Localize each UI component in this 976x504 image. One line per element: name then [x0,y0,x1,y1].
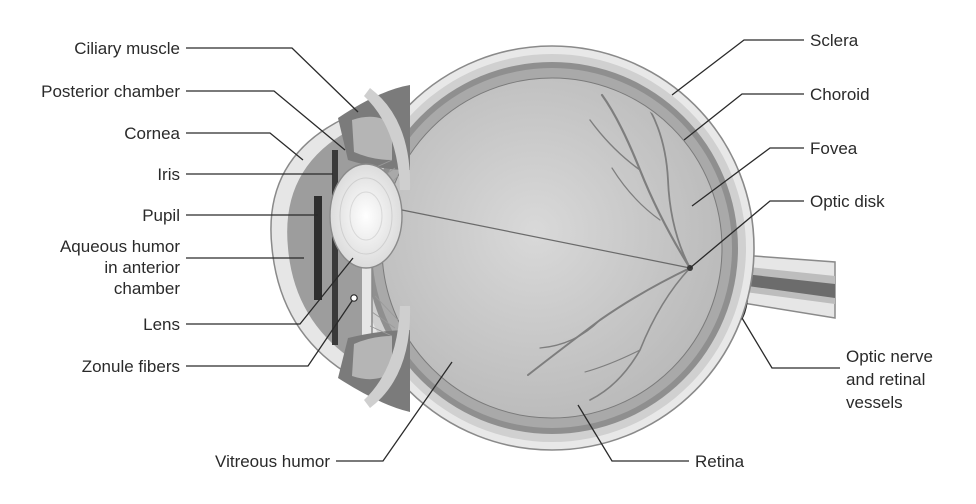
svg-text:Aqueous humor: Aqueous humor [60,237,180,256]
svg-text:Iris: Iris [157,165,180,184]
label-lens: Lens [143,257,354,334]
svg-text:vessels: vessels [846,393,903,412]
svg-text:Vitreous humor: Vitreous humor [215,452,330,471]
ciliary-body [338,85,411,412]
retinal-vessels [527,93,692,401]
svg-text:chamber: chamber [114,279,180,298]
svg-text:Pupil: Pupil [142,206,180,225]
svg-text:Posterior chamber: Posterior chamber [41,82,180,101]
label-choroid: Choroid [683,85,870,141]
svg-text:and retinal: and retinal [846,370,925,389]
svg-text:Fovea: Fovea [810,139,858,158]
svg-text:Sclera: Sclera [810,31,859,50]
lens-shape [329,163,403,269]
label-iris: Iris [157,165,333,184]
label-retina: Retina [577,404,745,471]
svg-text:Choroid: Choroid [810,85,870,104]
label-ciliary-muscle: Ciliary muscle [74,39,359,113]
label-vitreous-humor: Vitreous humor [215,361,453,471]
label-cornea: Cornea [124,124,304,161]
svg-text:Retina: Retina [695,452,745,471]
svg-text:Zonule fibers: Zonule fibers [82,357,180,376]
label-optic-disk: Optic disk [689,192,885,269]
label-pupil: Pupil [142,206,318,225]
visual-axis [401,209,691,269]
svg-text:Optic disk: Optic disk [810,192,885,211]
label-zonule-fibers: Zonule fibers [82,294,358,376]
svg-text:in anterior: in anterior [104,258,180,277]
svg-text:Lens: Lens [143,315,180,334]
label-fovea: Fovea [691,139,858,207]
svg-text:Cornea: Cornea [124,124,180,143]
eyeball [349,45,755,451]
label-posterior-chamber: Posterior chamber [41,82,346,151]
svg-text:Ciliary muscle: Ciliary muscle [74,39,180,58]
svg-text:Optic nerve: Optic nerve [846,347,933,366]
label-sclera: Sclera [671,31,859,96]
label-aqueous-humor: Aqueous humor in anterior chamber [60,237,304,298]
label-optic-nerve: Optic nerve and retinal vessels [741,317,933,412]
